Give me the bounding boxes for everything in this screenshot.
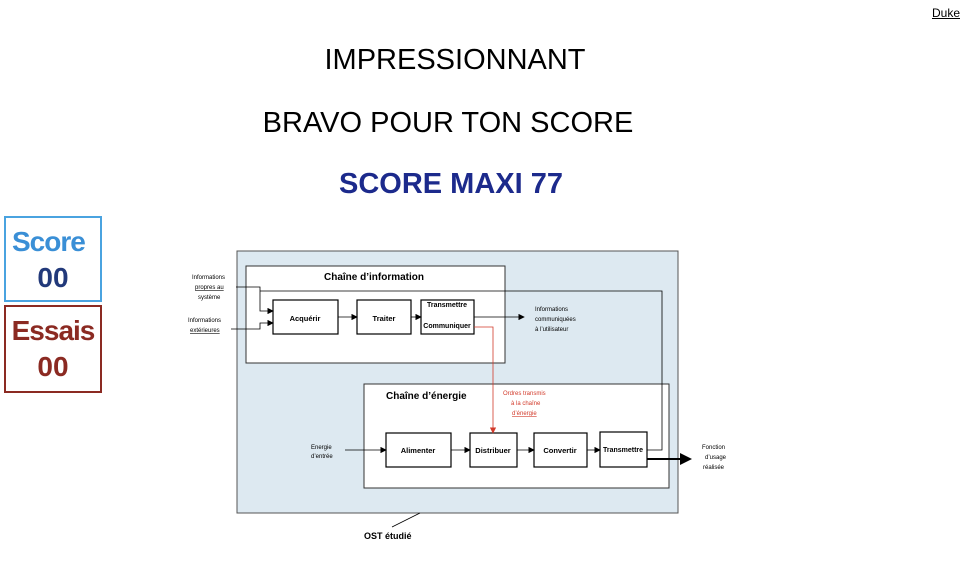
functional-chain-diagram: Chaîne d’information Chaîne d’énergie Ac… xyxy=(188,250,727,541)
input-info-ext-1: Informations xyxy=(188,318,221,324)
input-info-propres-1: Informations xyxy=(192,275,225,281)
block-traiter-label: Traiter xyxy=(373,314,396,323)
ost-label: OST étudié xyxy=(364,531,412,541)
orders-link xyxy=(474,326,497,434)
block-distribuer-label: Distribuer xyxy=(475,446,511,455)
block-traiter xyxy=(356,299,412,335)
message-max-score: SCORE MAXI 77 xyxy=(339,168,563,200)
output-info-com-3: à l’utilisateur xyxy=(535,327,568,333)
message-congrats: BRAVO POUR TON SCORE xyxy=(262,107,634,139)
output-fonction-1: Fonction xyxy=(702,445,725,451)
diagram-connectors xyxy=(231,286,663,528)
block-alimenter xyxy=(385,432,452,468)
info-chain-title: Chaîne d’information xyxy=(324,272,424,283)
output-info-com-1: Informations xyxy=(535,307,568,313)
orders-label-3: d’énergie xyxy=(512,411,537,417)
output-info-com-2: communiquées xyxy=(535,317,576,323)
input-energie-1: Energie xyxy=(311,445,332,451)
block-alimenter-label: Alimenter xyxy=(401,446,436,455)
block-transmettre-label: Transmettre xyxy=(427,302,467,309)
block-convertir-label: Convertir xyxy=(543,446,576,455)
input-info-ext-2: extérieures xyxy=(190,328,220,334)
block-acquerir-label: Acquérir xyxy=(290,314,321,323)
score-panel: Score 00 xyxy=(4,216,102,302)
block-communiquer-label: Communiquer xyxy=(423,323,471,330)
orders-label-2: à la chaîne xyxy=(511,401,541,407)
attempts-panel: Essais 00 xyxy=(4,305,102,393)
attempts-label: Essais xyxy=(11,315,96,346)
input-energie-2: d’entrée xyxy=(311,454,333,460)
score-label: Score xyxy=(12,226,86,257)
score-value: 00 xyxy=(37,262,69,293)
message-impressive: IMPRESSIONNANT xyxy=(324,44,586,76)
output-fonction-2: d’usage xyxy=(705,455,727,461)
input-info-propres-3: système xyxy=(198,295,221,301)
duke-link[interactable]: Duke xyxy=(931,6,960,20)
energy-chain-title: Chaîne d’énergie xyxy=(386,391,467,402)
output-fonction-3: réalisée xyxy=(703,465,725,471)
block-transmettre-energie-label: Transmettre xyxy=(603,447,643,454)
orders-label-1: Ordres transmis xyxy=(503,391,546,397)
attempts-value: 00 xyxy=(37,351,69,382)
input-info-propres-2: propres au xyxy=(195,285,224,291)
